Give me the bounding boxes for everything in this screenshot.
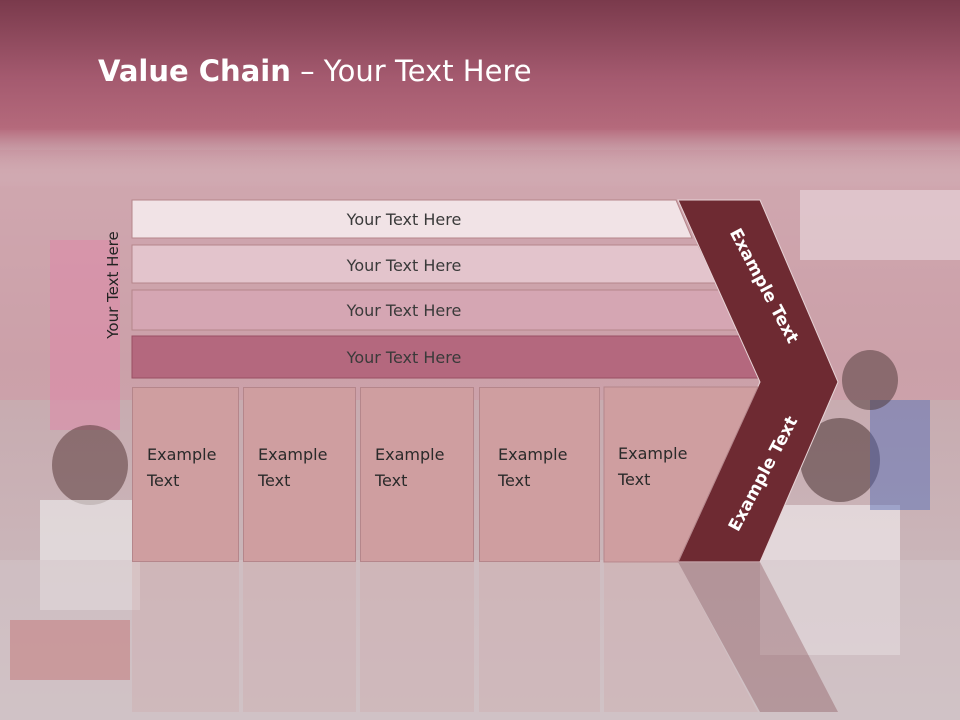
column-2-line2: Text	[258, 471, 291, 490]
column-4-line2: Text	[498, 471, 531, 490]
column-5-shape	[603, 386, 759, 563]
title-rest: – Your Text Here	[290, 54, 532, 88]
column-4-line1: Example	[498, 445, 568, 464]
column-3-line1: Example	[375, 445, 445, 464]
bar-2: Your Text Here	[132, 246, 700, 284]
bar-1-shape	[131, 199, 693, 239]
bar-3-label: Your Text Here	[346, 300, 462, 320]
bar-4: Your Text Here	[132, 338, 700, 376]
bar-1-label: Your Text Here	[346, 209, 462, 229]
title-bold: Value Chain	[98, 54, 291, 88]
column-5-line2: Text	[618, 470, 651, 489]
column-5: Example Text	[604, 387, 704, 562]
bar-1: Your Text Here	[132, 200, 700, 238]
bar-4-label: Your Text Here	[346, 347, 462, 367]
column-1-line1: Example	[147, 445, 217, 464]
page-title: Value Chain – Your Text Here	[98, 54, 532, 88]
column-5-line1: Example	[618, 444, 688, 463]
column-2-line1: Example	[258, 445, 328, 464]
bar-2-label: Your Text Here	[346, 255, 462, 275]
column-1-line2: Text	[147, 471, 180, 490]
bar-3: Your Text Here	[132, 291, 700, 329]
column-3-line2: Text	[375, 471, 408, 490]
chevron-shape	[677, 199, 839, 563]
